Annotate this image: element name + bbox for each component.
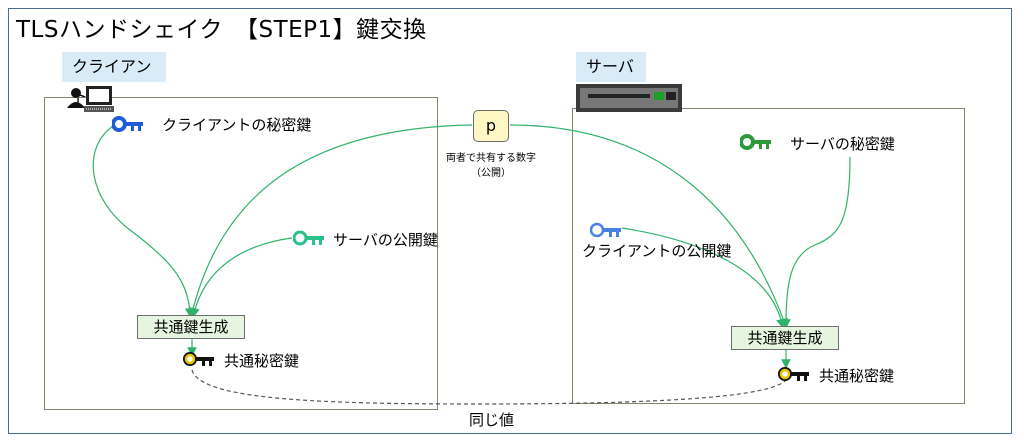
shared-number-p: p [473,110,509,142]
diagram-frame [8,8,1012,434]
shared-caption-line2: （公開） [471,168,511,179]
server-label: サーバ [576,52,646,82]
client-label: クライアント [62,52,166,106]
arrow-server-private [781,156,851,329]
client-private-key-icon [112,116,143,132]
client-key-generation: 共通鍵生成 [137,315,245,339]
server-public-key-label: サーバの公開鍵 [333,231,438,249]
client-public-key-label: クライアントの公開鍵 [582,242,732,260]
client-common-key-label: 共通秘密鍵 [224,352,300,370]
arrow-p-to-client [188,124,473,318]
arrow-client-pub-to-server [621,227,786,329]
user-computer-icon [67,86,114,112]
server-box [572,108,965,404]
shared-number-caption: 両者で共有する数字 （公開） [431,149,551,179]
server-common-key-label: 共通秘密鍵 [819,367,895,385]
client-public-key-icon [590,222,621,238]
arrow-p-to-server [509,124,788,329]
same-value-label: 同じ値 [469,411,515,429]
client-common-key-icon [183,352,214,366]
arrow-client-private [92,125,195,318]
arrow-server-pub-to-client [190,237,293,318]
client-private-key-label: クライアントの秘密鍵 [162,116,312,134]
page-title: TLSハンドシェイク 【STEP1】鍵交換 [16,17,427,43]
client-box [44,97,438,410]
server-key-generation: 共通鍵生成 [731,326,839,350]
server-private-key-label: サーバの秘密鍵 [790,135,895,153]
server-private-key-icon [740,134,771,150]
server-public-key-icon [293,230,324,246]
same-value-dashed-line [191,369,787,405]
shared-caption-line1: 両者で共有する数字 [446,153,536,164]
server-common-key-icon [778,367,809,381]
server-icon [576,84,682,112]
